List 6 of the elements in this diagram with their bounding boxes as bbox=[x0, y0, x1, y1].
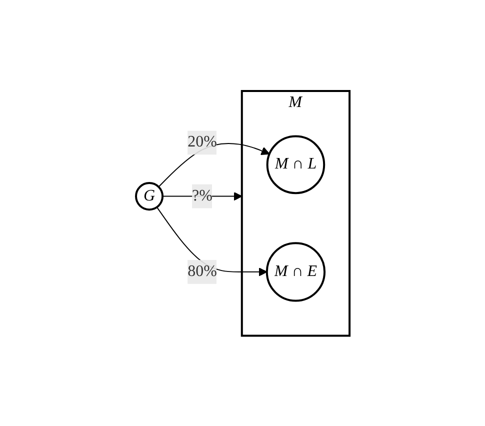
edge-label: 80% bbox=[187, 262, 217, 280]
node-circle: M ∩ E bbox=[266, 242, 326, 302]
node-circle: G bbox=[134, 182, 164, 210]
edge-label: 20% bbox=[187, 133, 217, 150]
node-circle: M ∩ L bbox=[266, 134, 325, 194]
edge-label: ?% bbox=[192, 186, 212, 204]
